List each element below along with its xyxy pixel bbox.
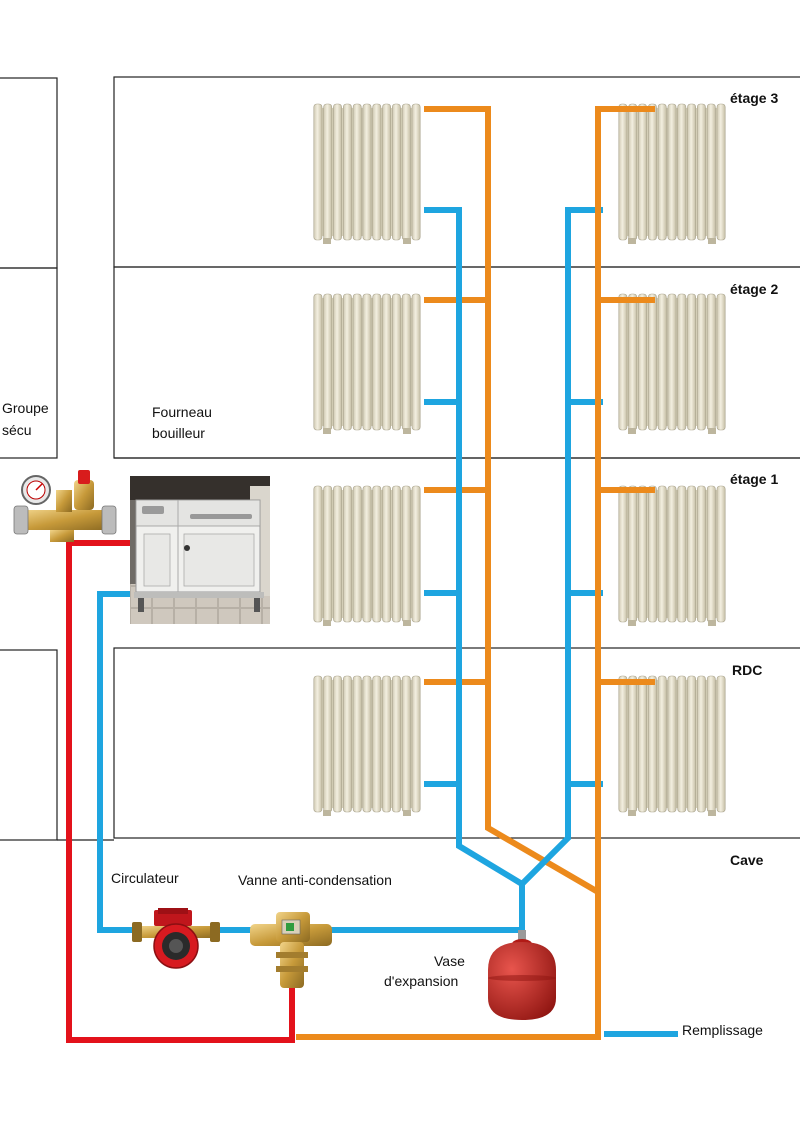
circulator-pump-icon <box>132 908 220 969</box>
radiators <box>313 103 726 816</box>
boiler-flow-pipe <box>66 540 295 1043</box>
floor-label-etage3: étage 3 <box>730 90 778 106</box>
safety-group-icon <box>13 470 117 542</box>
expansion-vessel-icon <box>488 930 556 1020</box>
fourneau-label-1: Fourneau <box>152 404 212 420</box>
radiator-etage3-right <box>618 103 726 244</box>
vase-label-1: Vase <box>434 953 465 969</box>
radiator-etage1-right <box>618 485 726 626</box>
radiator-etage2-right <box>618 293 726 434</box>
groupe-secu-label-2: sécu <box>2 422 32 438</box>
component-labels: Groupe sécu Fourneau bouilleur Circulate… <box>2 400 763 1038</box>
radiator-rdc-right <box>618 675 726 816</box>
fourneau-label-2: bouilleur <box>152 425 205 441</box>
floor-label-etage1: étage 1 <box>730 471 778 487</box>
radiator-etage1-left <box>313 485 421 626</box>
boiler-return-pipe <box>97 591 140 933</box>
circulateur-label: Circulateur <box>111 870 179 886</box>
building-walls <box>0 76 800 841</box>
floor-label-rdc: RDC <box>732 662 762 678</box>
radiator-rdc-left <box>313 675 421 816</box>
right-hot-riser <box>296 106 655 1040</box>
floor-label-etage2: étage 2 <box>730 281 778 297</box>
floor-labels: étage 3 étage 2 étage 1 RDC Cave <box>730 90 778 868</box>
pipes <box>66 106 678 1043</box>
left-cold-riser <box>424 207 524 887</box>
left-hot-riser <box>424 106 600 895</box>
floor-label-cave: Cave <box>730 852 764 868</box>
radiator-etage3-left <box>313 103 421 244</box>
groupe-secu-label-1: Groupe <box>2 400 49 416</box>
vanne-label: Vanne anti-condensation <box>238 872 392 888</box>
stove-photo <box>130 476 270 624</box>
anti-condensation-valve-icon <box>250 912 332 988</box>
remplissage-label: Remplissage <box>682 1022 763 1038</box>
radiator-etage2-left <box>313 293 421 434</box>
vase-label-2: d'expansion <box>384 973 458 989</box>
